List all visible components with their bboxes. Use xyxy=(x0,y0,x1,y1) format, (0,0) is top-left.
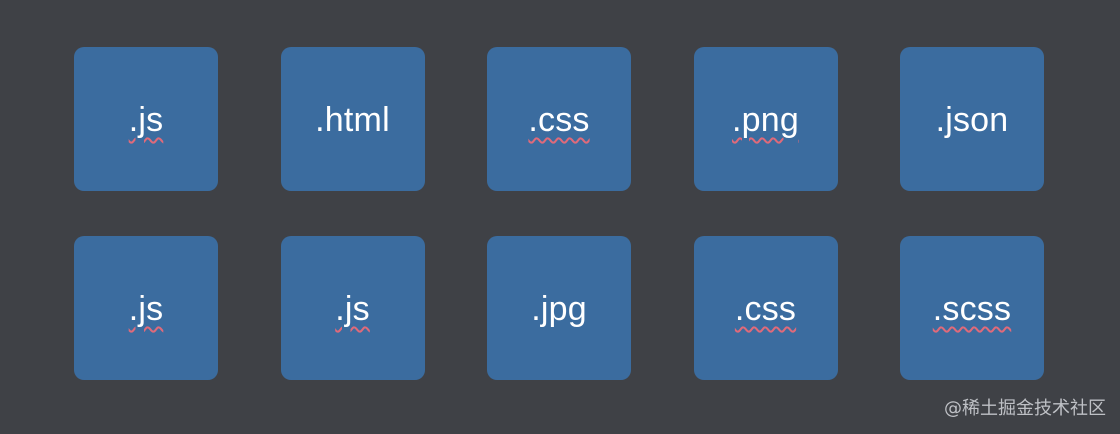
file-tile: .png xyxy=(693,47,838,191)
file-tile: .html xyxy=(280,47,425,191)
file-tile: .js xyxy=(280,236,425,380)
watermark: @稀土掘金技术社区 xyxy=(944,398,1106,419)
file-tile: .scss xyxy=(900,236,1044,380)
file-tile: .json xyxy=(900,47,1044,191)
file-extension-label: .js xyxy=(128,290,164,328)
file-tile: .css xyxy=(487,47,631,191)
file-extension-label: .json xyxy=(935,101,1009,139)
file-tile: .js xyxy=(74,47,218,191)
file-extension-label: .scss xyxy=(932,290,1012,328)
file-extension-label: .html xyxy=(315,101,390,139)
file-tile: .css xyxy=(693,236,838,380)
file-extension-label: .png xyxy=(732,101,799,139)
file-tile: .jpg xyxy=(487,236,631,380)
file-extension-label: .js xyxy=(128,101,164,139)
file-extension-label: .jpg xyxy=(531,290,587,328)
file-type-grid: .js .html .css .png .json .js .js .jpg .… xyxy=(74,47,1044,380)
file-extension-label: .js xyxy=(335,290,370,328)
file-extension-label: .css xyxy=(734,290,797,328)
file-extension-label: .css xyxy=(528,101,590,139)
file-tile: .js xyxy=(74,236,218,380)
